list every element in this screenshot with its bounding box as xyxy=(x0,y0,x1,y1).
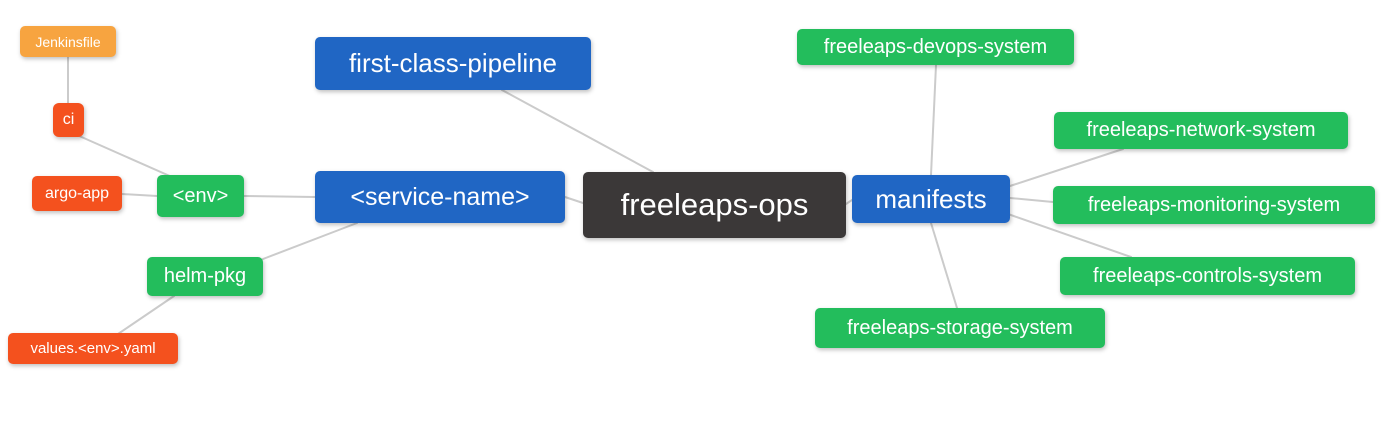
node-manifests[interactable]: manifests xyxy=(852,175,1010,223)
node-jenkinsfile[interactable]: Jenkinsfile xyxy=(20,26,116,57)
edge-manifests-devops xyxy=(930,64,937,176)
node-first-class-pipeline[interactable]: first-class-pipeline xyxy=(315,37,591,90)
node-freeleaps-storage-system[interactable]: freeleaps-storage-system xyxy=(815,308,1105,348)
edge-pipeline-ops xyxy=(501,89,654,173)
edge-env-service-name xyxy=(243,195,316,198)
edge-service-name-ops xyxy=(564,196,584,204)
node-argo-app[interactable]: argo-app xyxy=(32,176,122,211)
node-ci[interactable]: ci xyxy=(53,103,84,137)
node-freeleaps-devops-system[interactable]: freeleaps-devops-system xyxy=(797,29,1074,65)
edge-helm-pkg-values xyxy=(117,295,175,335)
edge-argo-app-env xyxy=(121,193,158,197)
edge-manifests-monitoring xyxy=(1009,197,1054,203)
edge-service-name-helm-pkg xyxy=(262,222,358,260)
node-service-name[interactable]: <service-name> xyxy=(315,171,565,223)
node-freeleaps-ops[interactable]: freeleaps-ops xyxy=(583,172,846,238)
node-helm-pkg[interactable]: helm-pkg xyxy=(147,257,263,296)
node-freeleaps-monitoring-system[interactable]: freeleaps-monitoring-system xyxy=(1053,186,1375,224)
edge-manifests-storage xyxy=(930,222,958,309)
node-env[interactable]: <env> xyxy=(157,175,244,217)
node-values-env-yaml[interactable]: values.<env>.yaml xyxy=(8,333,178,364)
edge-ops-manifests xyxy=(845,199,853,205)
node-freeleaps-controls-system[interactable]: freeleaps-controls-system xyxy=(1060,257,1355,295)
edge-manifests-network xyxy=(1009,148,1124,187)
edge-manifests-controls xyxy=(1007,213,1132,258)
node-freeleaps-network-system[interactable]: freeleaps-network-system xyxy=(1054,112,1348,149)
edge-ci-env xyxy=(76,134,173,178)
